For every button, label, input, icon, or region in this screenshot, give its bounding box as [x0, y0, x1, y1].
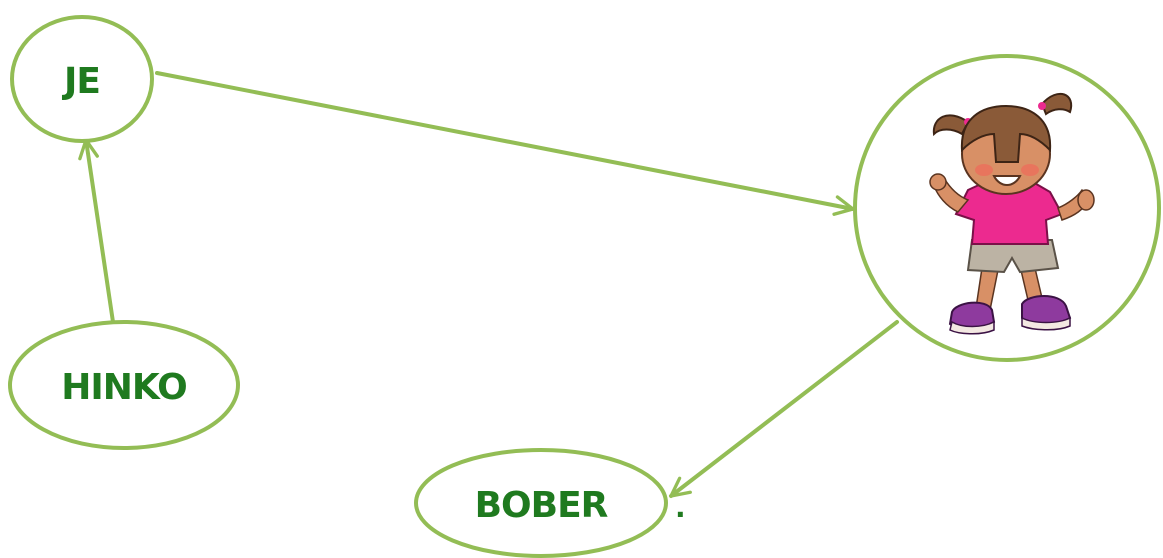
node-hinko-outline: [8, 320, 240, 450]
edge-je-to-girl: [155, 71, 855, 216]
node-bober-outline: [414, 448, 668, 558]
node-je-label: JE: [61, 61, 100, 102]
node-je: JE: [10, 15, 154, 143]
node-hinko-label: HINKO: [61, 367, 187, 408]
edge-hinko-to-je: [78, 138, 115, 324]
node-girl: [853, 54, 1161, 362]
node-bober-label: BOBER: [475, 485, 608, 526]
node-bober: BOBER: [414, 448, 668, 558]
cartoon-girl-icon: [929, 92, 1095, 335]
trailing-period: .: [675, 491, 686, 524]
node-je-outline: [10, 15, 154, 143]
edge-girl-to-bober: [669, 320, 899, 498]
node-hinko: HINKO: [8, 320, 240, 450]
